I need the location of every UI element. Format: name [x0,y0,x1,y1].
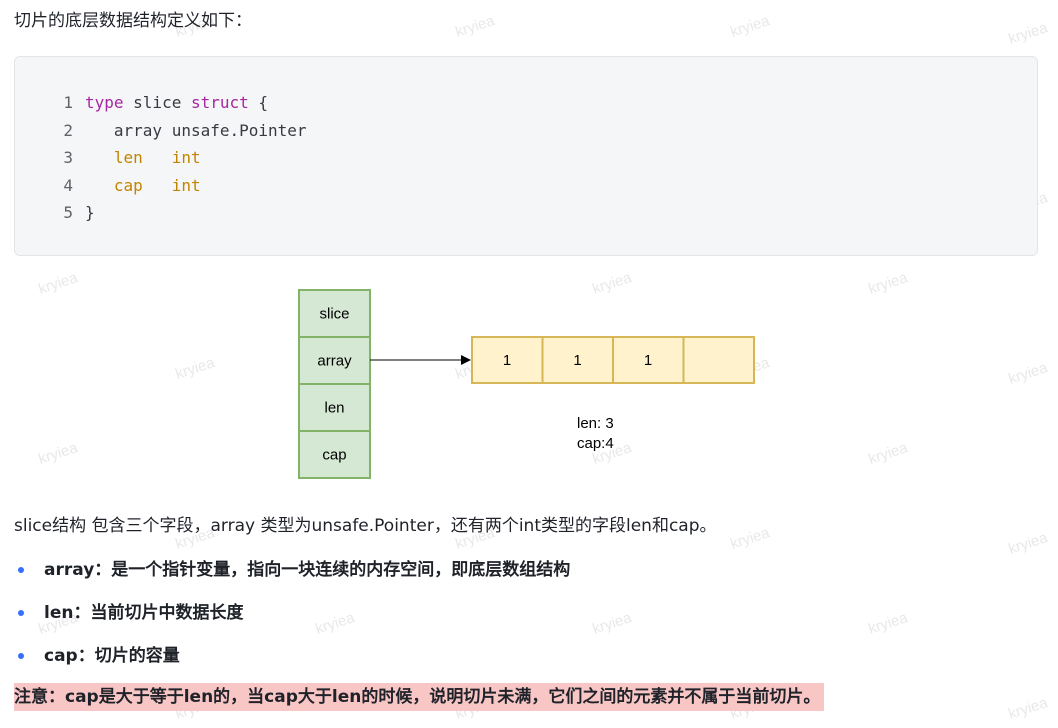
code-line: 1 type slice struct { [15,89,307,117]
list-item-text: len：当前切片中数据长度 [44,603,244,623]
list-item: cap：切片的容量 [14,642,570,685]
array-cell-value: 1 [503,352,511,369]
code-token: array unsafe.Pointer [85,120,307,140]
code-token: type [85,93,124,112]
list-item-text: array：是一个指针变量，指向一块连续的内存空间，即底层数组结构 [44,560,571,580]
intro-text: 切片的底层数据结构定义如下： [14,11,252,31]
line-number: 1 [63,93,73,112]
line-number: 4 [63,175,73,195]
line-number: 2 [63,120,73,140]
code-lines: 1 type slice struct {2 array unsafe.Point… [15,89,307,227]
array-cell [682,336,755,384]
code-token: int [171,148,201,167]
cap-label: cap:4 [577,435,614,452]
code-token: int [171,175,201,195]
highlight-note: 注意：cap是大于等于len的，当cap大于len的时候，说明切片未满，它们之间… [14,683,825,711]
code-token: cap [113,175,143,195]
struct-field-label: len [324,400,344,417]
bullet-icon [18,610,24,616]
len-label: len: 3 [577,415,614,432]
list-item: len：当前切片中数据长度 [14,599,570,642]
array-cell-value: 1 [644,352,652,369]
line-number: 5 [63,203,73,222]
struct-field-label: array [317,353,352,370]
struct-field-box [298,383,371,432]
line-number: 3 [63,148,73,167]
code-line: 2 array unsafe.Pointer [15,117,307,145]
array-cell [541,336,614,384]
code-token: { [248,93,269,112]
field-list: array：是一个指针变量，指向一块连续的内存空间，即底层数组结构 len：当前切… [14,556,570,685]
list-item-text: cap：切片的容量 [44,646,180,666]
struct-field-label: slice [319,306,349,323]
code-token: len [113,148,143,167]
bullet-icon [18,653,24,659]
code-line: 3 len int [15,144,307,172]
list-item: array：是一个指针变量，指向一块连续的内存空间，即底层数组结构 [14,556,570,599]
code-token: struct [190,93,249,112]
code-block: 1 type slice struct {2 array unsafe.Point… [14,56,1038,256]
bullet-icon [18,567,24,573]
code-line: 4 cap int [15,172,307,200]
array-boxes: 1 1 1 [471,336,755,384]
struct-field-box [298,289,371,338]
code-line: 5} [15,199,307,227]
struct-boxes: slice array len cap [298,289,371,479]
array-cell-value: 1 [573,352,581,369]
struct-field-box [298,430,371,479]
struct-field-label: cap [322,447,346,464]
array-cell [471,336,544,384]
description-paragraph: slice结构 包含三个字段，array 类型为unsafe.Pointer，还… [14,516,717,536]
code-token: } [85,203,95,222]
code-token: slice [123,93,191,112]
